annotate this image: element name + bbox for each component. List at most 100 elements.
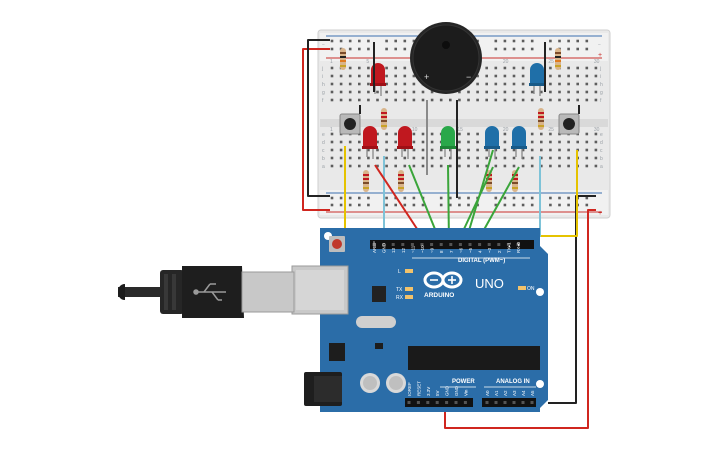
breadboard-hole [458, 164, 461, 168]
breadboard-hole [530, 164, 534, 168]
breadboard-hole [549, 66, 552, 70]
power-header[interactable] [405, 398, 473, 407]
rail-hole [530, 47, 534, 51]
breadboard-hole [358, 82, 361, 86]
breadboard-hole [476, 82, 479, 86]
breadboard-hole [403, 164, 407, 168]
led-l-indicator [405, 269, 413, 273]
rail-hole [403, 39, 407, 43]
breadboard-hole [576, 82, 579, 86]
breadboard-hole [530, 98, 534, 102]
row-label: i [322, 74, 323, 80]
breadboard-hole [467, 90, 470, 94]
resistor [538, 108, 544, 130]
rail-hole [467, 196, 470, 200]
breadboard-hole [458, 90, 461, 94]
breadboard-hole [403, 74, 407, 78]
breadboard-hole [458, 156, 461, 160]
breadboard-hole [358, 164, 361, 168]
row-label: b [600, 156, 603, 162]
rail-hole [394, 203, 397, 207]
breadboard-hole [530, 156, 534, 160]
rail-plus-sign: + [598, 52, 602, 59]
column-number: 1 [330, 127, 333, 133]
digital-pin-label: ~5 [468, 247, 473, 253]
push-button-left[interactable] [339, 113, 361, 135]
rail-hole [521, 203, 525, 207]
atmega-chip [408, 346, 540, 370]
breadboard-hole [385, 66, 388, 70]
breadboard-hole [530, 148, 534, 152]
label-digital-pwm: DIGITAL (PWM~) [458, 258, 505, 264]
breadboard-hole [585, 156, 589, 160]
breadboard-hole [585, 132, 589, 136]
breadboard-hole [385, 140, 388, 144]
header-pin [401, 243, 405, 246]
rail-hole [385, 47, 388, 51]
breadboard-hole [403, 82, 407, 86]
breadboard-hole [403, 66, 407, 70]
digital-pin-label: ~3 [487, 247, 492, 253]
usb-b-connector[interactable] [291, 265, 349, 315]
header-pin [382, 243, 386, 246]
breadboard-hole [476, 164, 479, 168]
push-button-right[interactable] [558, 113, 580, 135]
breadboard-hole [467, 132, 470, 136]
breadboard-hole [567, 90, 570, 94]
label-power: POWER [452, 379, 475, 385]
breadboard-hole [576, 74, 579, 78]
usb-icon [193, 283, 226, 301]
capacitors [360, 373, 406, 393]
breadboard-hole [385, 132, 388, 136]
power-pin-label: 5V [435, 390, 440, 396]
header-pin [503, 401, 507, 404]
breadboard-hole [439, 164, 443, 168]
breadboard-hole [567, 82, 570, 86]
breadboard-hole [330, 156, 334, 160]
rail-hole [385, 39, 388, 43]
rail-hole [458, 203, 461, 207]
breadboard-hole [458, 148, 461, 152]
row-label: e [322, 132, 325, 138]
breadboard-hole [476, 140, 479, 144]
rail-hole [530, 203, 534, 207]
digital-pin-label: 8 [439, 250, 444, 253]
breadboard-hole [394, 140, 397, 144]
breadboard-hole [521, 82, 525, 86]
breadboard-hole [430, 98, 434, 102]
rail-hole [385, 203, 388, 207]
led-on-indicator [518, 286, 526, 290]
piezo-buzzer[interactable]: + − [410, 22, 482, 94]
rail-hole [412, 196, 416, 200]
breadboard-hole [540, 98, 543, 102]
row-label: h [600, 82, 603, 88]
rail-hole [576, 39, 579, 43]
header-pin [485, 401, 489, 404]
label-on: ON [527, 286, 535, 292]
reset-button[interactable] [329, 236, 345, 252]
breadboard-hole [558, 90, 561, 94]
breadboard-hole [439, 98, 443, 102]
breadboard-hole [385, 148, 388, 152]
breadboard-hole [585, 66, 589, 70]
rail-hole [348, 47, 352, 51]
led-green [440, 126, 456, 159]
breadboard-hole [485, 148, 488, 152]
header-pin [449, 243, 453, 246]
rail-hole [403, 203, 407, 207]
header-pin [445, 401, 449, 404]
breadboard-hole [421, 132, 425, 136]
analog-header[interactable] [482, 398, 536, 407]
rail-hole [367, 203, 370, 207]
breadboard-hole [403, 156, 407, 160]
breadboard-hole [567, 148, 570, 152]
breadboard-hole [358, 156, 361, 160]
rail-hole [549, 196, 552, 200]
breadboard-hole [512, 164, 516, 168]
breadboard-hole [330, 132, 334, 136]
breadboard-hole [394, 98, 397, 102]
resistor [398, 170, 404, 192]
digital-pin-label: 12 [401, 247, 406, 253]
breadboard-hole [412, 98, 416, 102]
breadboard-hole [549, 74, 552, 78]
